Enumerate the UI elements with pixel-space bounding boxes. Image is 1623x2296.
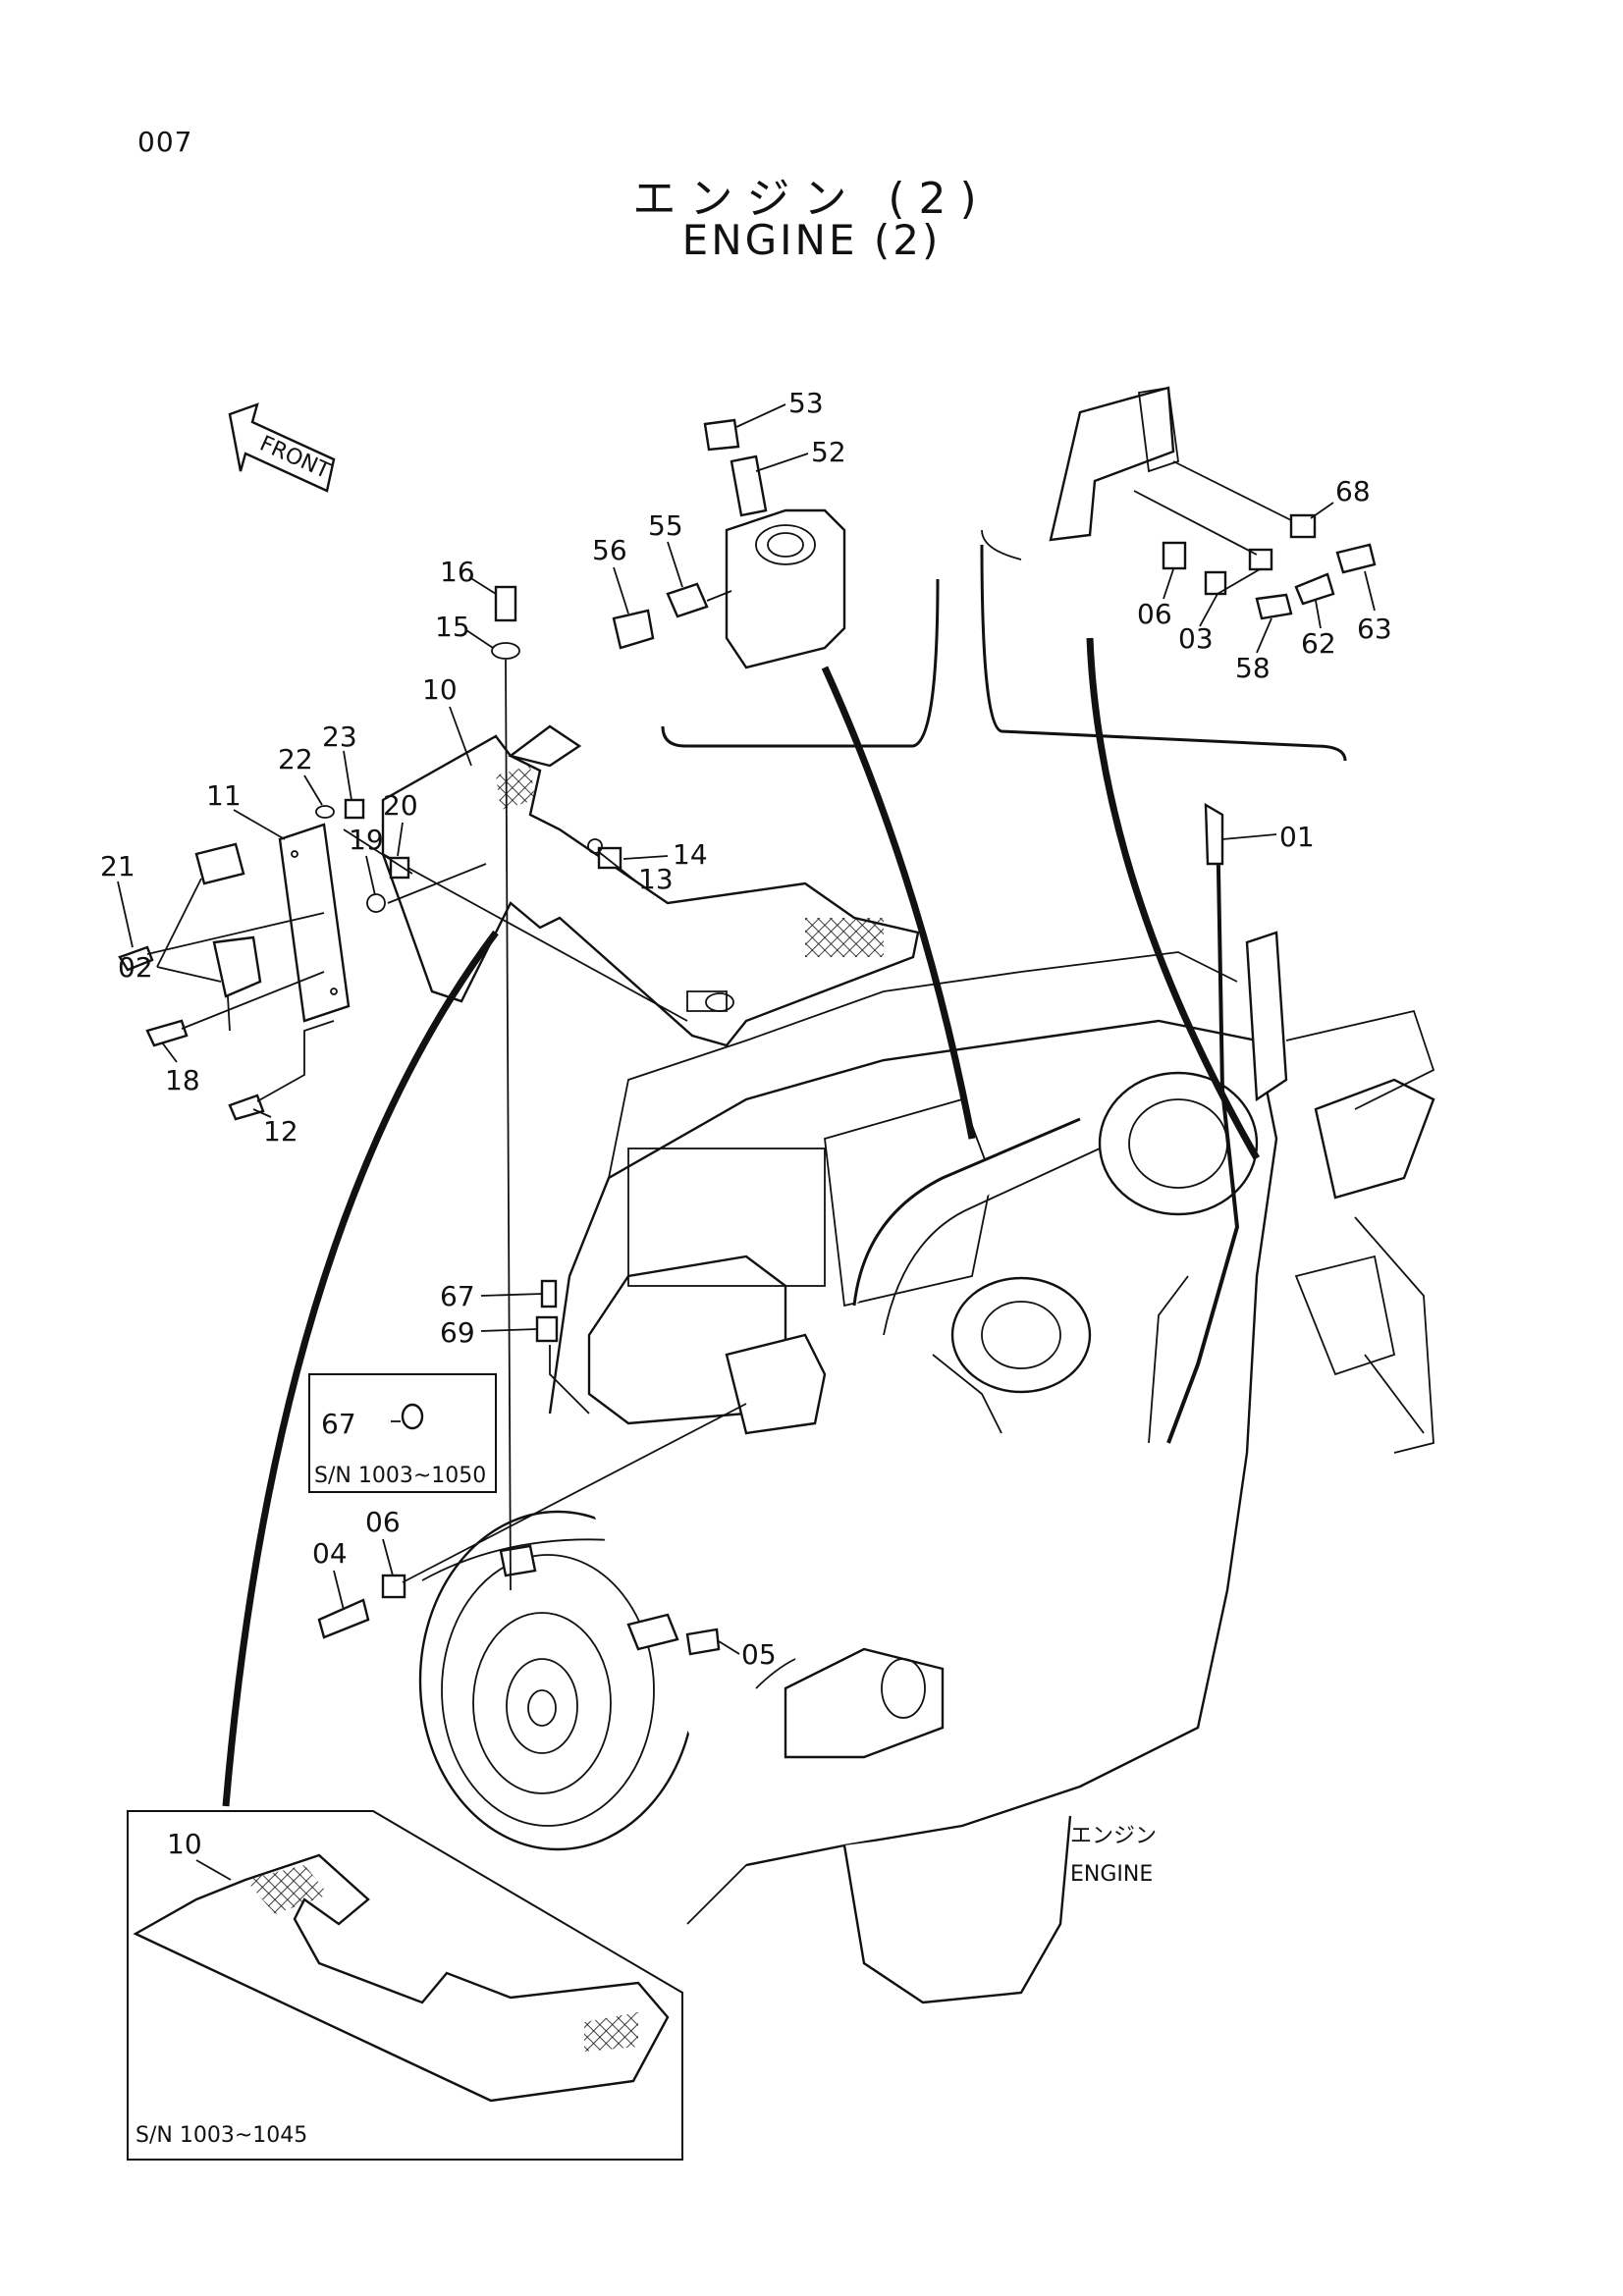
callout-21: 21 <box>100 850 135 882</box>
callout-13: 13 <box>638 863 674 895</box>
housing-block <box>725 508 846 669</box>
washer-15 <box>491 642 520 660</box>
callout-labels: 53 52 55 56 68 06 03 58 62 63 16 15 10 2… <box>100 387 1392 1671</box>
callout-14: 14 <box>673 838 708 871</box>
page-number: 007 <box>137 126 193 158</box>
callout-18: 18 <box>165 1064 200 1096</box>
mounting-plate-11 <box>278 823 351 1023</box>
cover-plate <box>381 734 920 1047</box>
callout-23: 23 <box>322 721 357 753</box>
callout-06-lower: 06 <box>365 1506 401 1538</box>
engine-outline <box>548 1019 1278 1867</box>
page-title-en: ENGINE (2) <box>681 216 942 264</box>
sensor-05 <box>685 1628 721 1656</box>
callout-55: 55 <box>648 509 683 542</box>
callout-03: 03 <box>1178 622 1214 655</box>
callout-12: 12 <box>263 1115 298 1148</box>
callout-04: 04 <box>312 1537 348 1570</box>
switch-01 <box>1204 802 1224 866</box>
callout-15: 15 <box>435 611 470 643</box>
inset-switch-serial: S/N 1003~1050 <box>314 1464 486 1488</box>
front-arrow-icon: FRONT <box>228 402 336 493</box>
callout-01: 01 <box>1279 821 1315 853</box>
inset-cover-plate <box>133 1853 670 2103</box>
fitting-03 <box>1204 570 1227 596</box>
callout-20: 20 <box>383 789 418 822</box>
callout-52: 52 <box>811 436 846 468</box>
callout-02: 02 <box>118 951 153 984</box>
sensor-block-detail <box>1049 386 1377 620</box>
switch-67 <box>540 1279 558 1308</box>
switch-02-upper <box>194 842 245 885</box>
nut-23 <box>344 798 365 820</box>
bolt-21 <box>118 945 154 972</box>
sensor-56 <box>612 609 655 650</box>
callout-53: 53 <box>788 387 824 419</box>
bolt-18 <box>145 1019 189 1047</box>
callout-62: 62 <box>1301 627 1336 660</box>
callout-22: 22 <box>278 743 313 775</box>
nut-14 <box>597 846 622 870</box>
callout-58: 58 <box>1235 652 1271 684</box>
switch-serial-inset: 67 S/N 1003~1050 <box>308 1373 497 1493</box>
callout-56: 56 <box>592 534 627 566</box>
washer-22 <box>315 805 335 819</box>
cover-serial-inset: 10 S/N 1003~1045 <box>127 1810 683 2161</box>
inset-cover-part: 10 <box>167 1828 202 1860</box>
fitting-55 <box>666 582 709 618</box>
engine-label-jp: エンジン <box>1070 1824 1157 1848</box>
callout-63: 63 <box>1357 613 1392 645</box>
callout-69: 69 <box>440 1316 475 1349</box>
engine-block <box>418 814 1435 2004</box>
switch-02-lower <box>212 935 262 998</box>
elbow-53 <box>703 418 740 452</box>
washer-13 <box>587 838 603 854</box>
adapter-69 <box>535 1315 559 1343</box>
adapter-52 <box>730 454 768 517</box>
switch-67-icon <box>401 1403 424 1430</box>
bracket-cover-assembly <box>118 585 920 1591</box>
sensor-63 <box>1335 543 1377 574</box>
callout-19: 19 <box>349 824 384 856</box>
sensor-04 <box>317 1598 370 1639</box>
washer-19 <box>366 893 386 913</box>
fitting-06-upper <box>1162 541 1187 570</box>
oil-pan <box>842 1815 1072 2004</box>
callout-16: 16 <box>440 556 475 588</box>
page-title-jp: エンジン (2) <box>632 174 991 224</box>
fitting-68 <box>1289 513 1317 539</box>
bolt-12 <box>228 1094 265 1121</box>
callout-06-upper: 06 <box>1137 598 1172 630</box>
starter-motor <box>784 1647 945 1759</box>
sensor-block <box>1049 386 1175 542</box>
bolt-16 <box>494 585 517 622</box>
coolant-sensor-detail <box>612 418 846 669</box>
callout-67: 67 <box>440 1280 475 1312</box>
flywheel <box>441 1554 655 1827</box>
callout-10: 10 <box>422 673 458 706</box>
turbocharger <box>1098 1071 1259 1216</box>
engine-label-en: ENGINE <box>1070 1862 1153 1887</box>
sensor-62 <box>1294 572 1335 606</box>
inset-cover-serial: S/N 1003~1045 <box>135 2123 307 2148</box>
callout-05: 05 <box>741 1638 777 1671</box>
callout-11: 11 <box>206 779 242 812</box>
adapter-06 <box>381 1574 406 1599</box>
inset-switch-part: 67 <box>321 1408 356 1440</box>
callout-68: 68 <box>1335 475 1371 507</box>
sensor-58 <box>1255 593 1293 620</box>
